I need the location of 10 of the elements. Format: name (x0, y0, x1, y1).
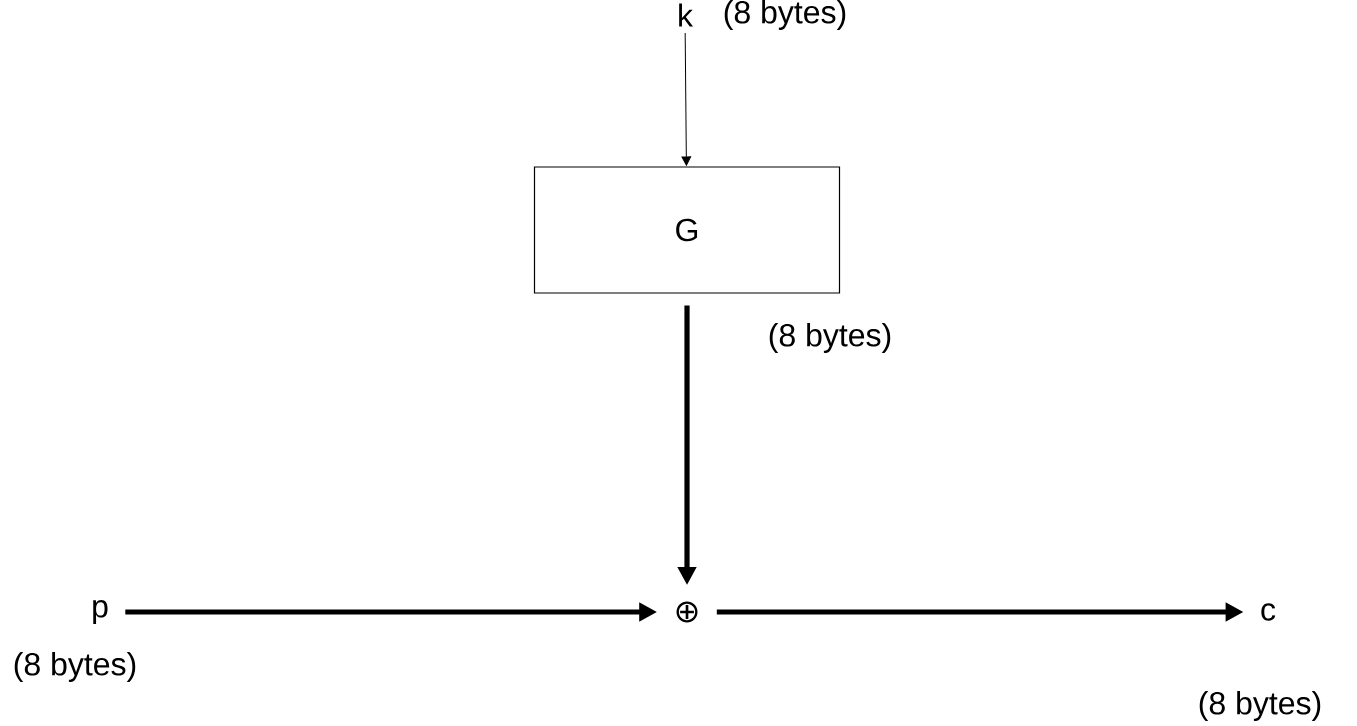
edge-label: (8 bytes) (765, 321, 895, 355)
size-label: (8 bytes) (1199, 691, 1321, 721)
xor-symbol: ⊕ (676, 601, 698, 623)
arrow (681, 32, 692, 166)
variable-label: k (679, 3, 694, 27)
size-label: (8 bytes) (724, 0, 846, 30)
size-label: (8 bytes) (14, 652, 136, 682)
process-box: G (533, 166, 841, 294)
variable-label: c (1261, 603, 1276, 621)
variable-label: p (93, 600, 108, 624)
